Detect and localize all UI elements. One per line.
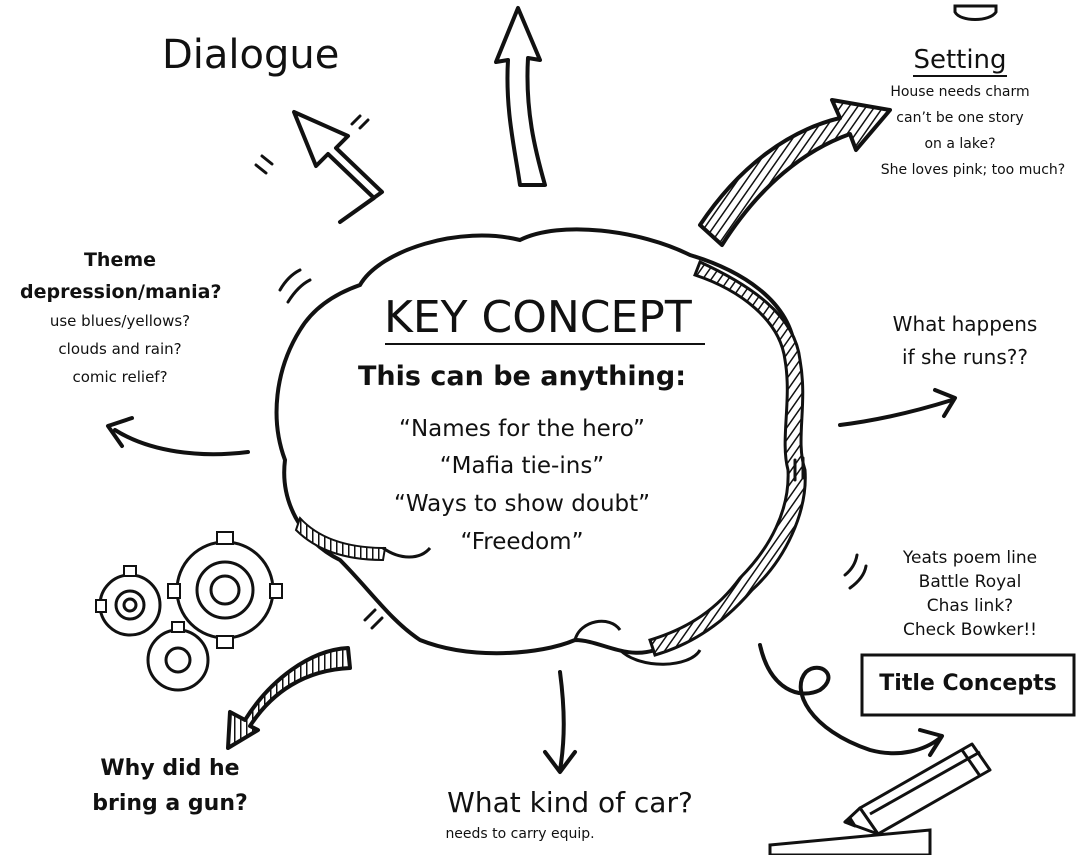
arrow-up xyxy=(494,6,547,187)
motion-marks xyxy=(254,114,868,630)
theme-title: Theme xyxy=(83,249,157,271)
runs-line-1: What happens xyxy=(892,312,1038,336)
key-concept-subtitle: This can be anything: xyxy=(357,361,687,392)
example-line-2: “Mafia tie-ins” xyxy=(439,453,605,479)
pencil-icon xyxy=(843,742,992,836)
title-note-4: Check Bowker!! xyxy=(903,620,1037,640)
arrow-to-setting xyxy=(698,98,892,247)
arrow-to-car xyxy=(558,670,566,772)
dialogue-label: Dialogue xyxy=(162,32,340,78)
title-note-1: Yeats poem line xyxy=(902,548,1038,568)
example-line-1: “Names for the hero” xyxy=(399,416,645,442)
brain-shape xyxy=(274,227,807,666)
arrow-to-theme xyxy=(113,428,250,457)
setting-line-4: She loves pink; too much? xyxy=(880,162,1066,178)
setting-line-1: House needs charm xyxy=(890,84,1030,100)
bottom-line xyxy=(768,828,932,855)
setting-line-2: can’t be one story xyxy=(896,110,1024,126)
arrow-to-gun xyxy=(226,646,352,750)
theme-line-2: clouds and rain? xyxy=(58,340,182,358)
gun-line-1: Why did he xyxy=(100,756,240,781)
example-line-3: “Ways to show doubt” xyxy=(393,491,651,517)
example-line-4: “Freedom” xyxy=(460,529,584,555)
car-note: needs to carry equip. xyxy=(445,826,595,842)
setting-title: Setting xyxy=(913,45,1007,77)
title-note-3: Chas link? xyxy=(926,596,1014,616)
title-concepts-box xyxy=(860,653,1076,717)
title-note-2: Battle Royal xyxy=(918,572,1022,592)
theme-subtitle: depression/mania? xyxy=(20,281,222,303)
gears-icon xyxy=(95,531,283,692)
arrow-to-dialogue xyxy=(292,110,384,224)
key-concept-title: KEY CONCEPT xyxy=(384,292,692,343)
loop-arrow-to-title-concepts xyxy=(758,643,942,756)
gun-line-2: bring a gun? xyxy=(92,791,248,816)
theme-line-1: use blues/yellows? xyxy=(49,312,191,330)
runs-line-2: if she runs?? xyxy=(902,345,1028,369)
arrow-to-runs xyxy=(838,398,954,427)
title-concepts-label: Title Concepts xyxy=(879,671,1057,696)
setting-line-3: on a lake? xyxy=(924,136,996,152)
car-title: What kind of car? xyxy=(447,786,693,819)
theme-line-3: comic relief? xyxy=(72,368,168,386)
lightbulb-icon xyxy=(953,4,998,21)
